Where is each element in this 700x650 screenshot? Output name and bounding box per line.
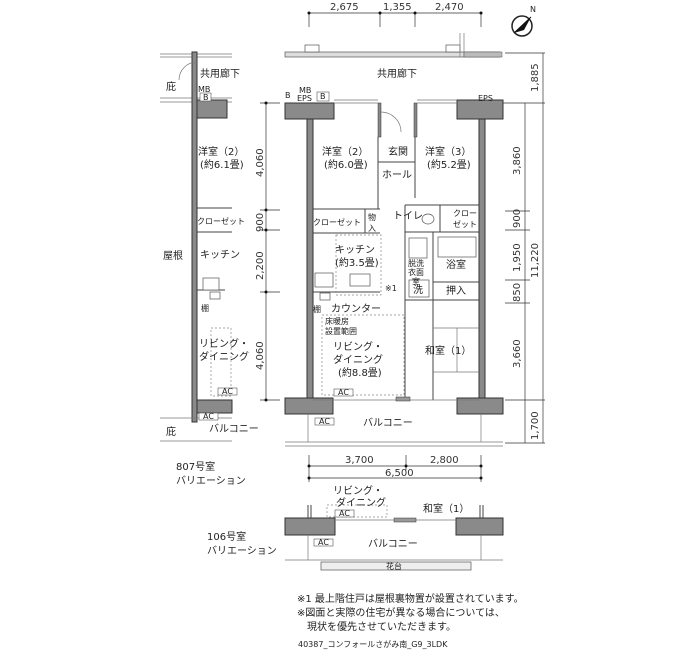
106-balcony: バルコニー <box>368 538 418 550</box>
washroom-3: 室 <box>412 276 420 286</box>
entrance-label: 玄関 <box>388 145 408 158</box>
807-balcony: バルコニー <box>209 423 259 435</box>
106-living-1: リビング・ <box>333 484 383 497</box>
dim-left-2: 900 <box>255 213 266 232</box>
807-room2-name: 洋室（2） <box>198 145 244 158</box>
main-room2-size: (約6.0畳) <box>324 158 368 171</box>
dim-bottom-total: 6,500 <box>385 468 414 479</box>
unit-807-plan: 共用廊下 庇 庇 MB B 洋室（2） (約6.1畳) クローゼット 屋根 キッ… <box>160 51 259 487</box>
note-3: 現状を優先させていただきます。 <box>307 620 456 633</box>
dim-top-2: 1,355 <box>383 2 412 13</box>
main-shelf: 棚 <box>313 304 321 314</box>
bottom-dimensions: 3,700 2,800 6,500 <box>307 455 483 482</box>
bath-label: 浴室 <box>446 258 466 271</box>
main-room2-name: 洋室（2） <box>322 145 368 158</box>
dim-right-5: 850 <box>512 283 523 302</box>
dim-left-3: 2,200 <box>255 251 266 280</box>
dim-bottom-2: 2,800 <box>430 455 459 466</box>
807-eave-top: 庇 <box>166 80 176 93</box>
main-ac-1: AC <box>338 388 349 397</box>
compass-label: N <box>530 5 536 14</box>
main-ac-2: AC <box>319 417 330 426</box>
main-eps-small: EPS <box>297 94 312 103</box>
main-unit-plan: B MB EPS B EPS 共用廊下 洋室（2） (約6.0畳) 玄関 ホール… <box>284 67 504 447</box>
main-corridor-label: 共用廊下 <box>377 67 417 80</box>
note-mark: ※1 <box>385 284 397 293</box>
main-living-1: リビング・ <box>333 340 383 353</box>
main-mb-label: MB <box>299 86 311 95</box>
kitchen-name: キッチン <box>335 244 375 256</box>
closet-right-1: クロー <box>453 209 477 218</box>
floor-heat-2: 設置範囲 <box>325 326 357 336</box>
top-dimensions: 2,675 1,355 2,470 <box>307 2 483 27</box>
dim-right-3: 900 <box>512 209 523 228</box>
oshiire-label: 押入 <box>446 284 466 297</box>
main-b2: B <box>320 92 326 101</box>
note-1: ※1 最上階住戸は屋根裏物置が設置されています。 <box>297 592 524 605</box>
807-title-2: バリエーション <box>176 475 246 487</box>
main-room3-name: 洋室（3） <box>425 145 471 158</box>
807-b-label: B <box>203 93 209 102</box>
807-corridor-label: 共用廊下 <box>200 67 240 80</box>
storage-label-1: 物 <box>368 212 376 222</box>
106-ac-2: AC <box>318 538 329 547</box>
corridor-railing <box>284 33 503 58</box>
hall-label: ホール <box>382 169 412 181</box>
main-closet-left: クローゼット <box>313 217 361 227</box>
dim-bottom-1: 3,700 <box>345 455 374 466</box>
106-living-2: ダイニング <box>336 496 386 509</box>
kitchen-size: (約3.5畳) <box>335 256 379 269</box>
106-title-1: 106号室 <box>207 530 246 543</box>
main-living-2: ダイニング <box>333 353 383 366</box>
dim-right-6: 3,660 <box>512 339 523 368</box>
807-ac-1: AC <box>222 387 233 396</box>
unit-106-plan: リビング・ ダイニング AC 和室（1） AC バルコニー 花台 106号室 バ… <box>207 484 504 571</box>
807-living-1: リビング・ <box>199 337 249 350</box>
footer-caption: 40387_コンフォールさがみ南_G9_3LDK <box>298 639 448 649</box>
counter-label: カウンター <box>331 303 381 315</box>
main-balcony: バルコニー <box>363 417 413 429</box>
dim-top-1: 2,675 <box>330 2 359 13</box>
left-dimensions: 4,060 900 2,200 4,060 <box>255 101 280 402</box>
washroom-1: 脱洗 <box>408 258 424 268</box>
note-2: ※図面と実際の住宅が異なる場合については、 <box>297 606 505 619</box>
floor-heat-1: 床暖房 <box>325 316 349 326</box>
dim-left-4: 4,060 <box>255 341 266 370</box>
807-shelf: 棚 <box>201 303 209 313</box>
dim-right-2: 3,860 <box>512 146 523 175</box>
main-room3-size: (約5.2畳) <box>427 158 471 171</box>
106-ac-1: AC <box>339 509 350 518</box>
807-ac-2: AC <box>203 412 214 421</box>
dim-left-1: 4,060 <box>255 148 266 177</box>
north-compass-icon: N <box>511 5 536 37</box>
toilet-label: トイレ <box>393 211 423 222</box>
dim-right-1: 1,885 <box>530 63 541 92</box>
807-closet: クローゼット <box>197 216 245 226</box>
807-roof: 屋根 <box>163 249 183 262</box>
closet-right-2: ゼット <box>453 219 477 229</box>
washer-label: 洗 <box>413 284 423 296</box>
dim-right-4: 1,950 <box>512 243 523 272</box>
807-title-1: 807号室 <box>176 460 215 473</box>
flower-bed-label: 花台 <box>386 561 402 571</box>
106-washitsu: 和室（1） <box>423 502 469 515</box>
dim-right-total: 11,220 <box>530 243 541 278</box>
washroom-2: 衣面 <box>408 267 424 277</box>
dim-top-3: 2,470 <box>435 2 464 13</box>
807-kitchen: キッチン <box>200 249 240 261</box>
storage-label-2: 入 <box>368 224 376 233</box>
main-eps: EPS <box>478 94 493 103</box>
washitsu-label: 和室（1） <box>425 344 471 357</box>
807-eave-bottom: 庇 <box>166 425 176 438</box>
106-title-2: バリエーション <box>207 545 277 557</box>
dim-right-7: 1,700 <box>530 411 541 440</box>
main-living-size: (約8.8畳) <box>338 366 382 379</box>
807-room2-size: (約6.1畳) <box>200 158 244 171</box>
807-mb-label: MB <box>198 85 210 94</box>
right-dimensions: 1,885 3,860 900 1,950 850 3,660 1,700 11… <box>485 52 545 444</box>
807-living-2: ダイニング <box>199 350 249 363</box>
main-b1: B <box>285 91 291 100</box>
notes: ※1 最上階住戸は屋根裏物置が設置されています。 ※図面と実際の住宅が異なる場合… <box>297 592 524 649</box>
